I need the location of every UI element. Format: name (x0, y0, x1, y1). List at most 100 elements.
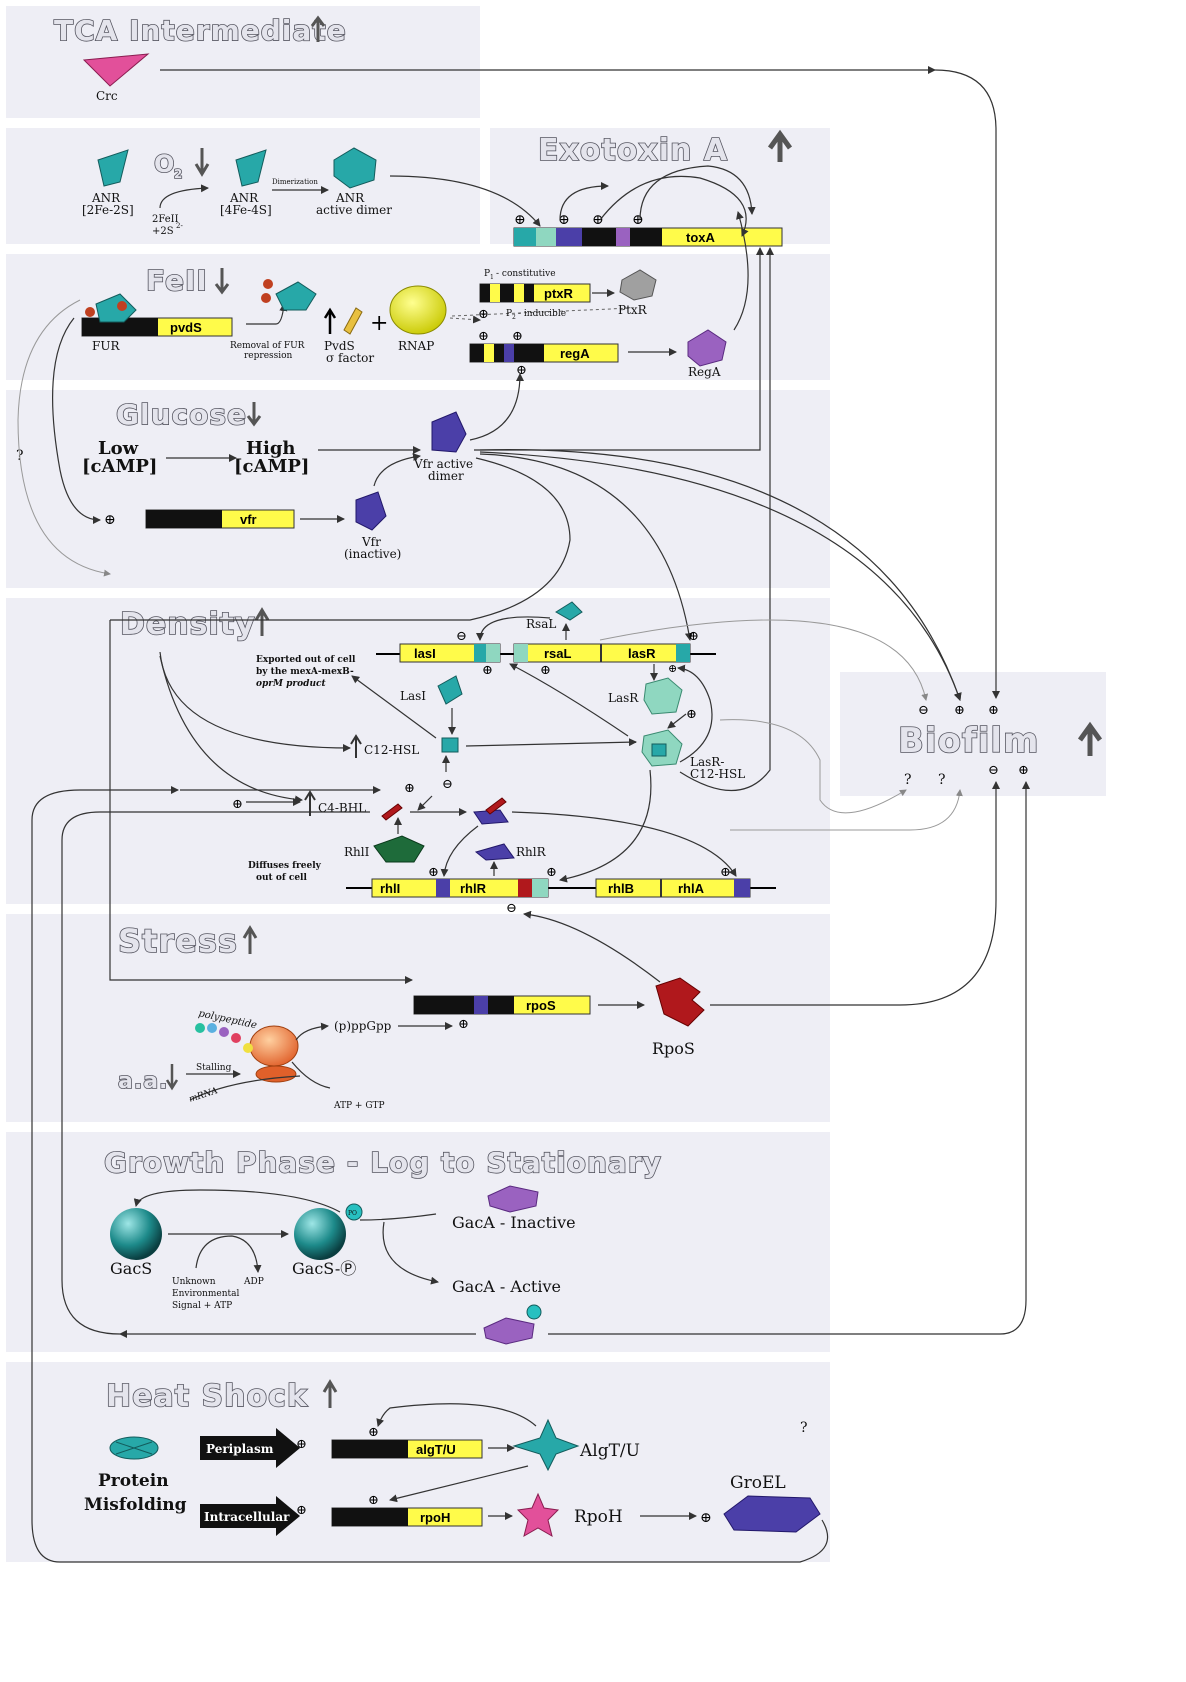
protein-label: Protein (98, 1471, 169, 1491)
crc-label: Crc (96, 89, 118, 103)
svg-text:⊕: ⊕ (558, 212, 570, 228)
rega-protein-icon (687, 329, 727, 367)
gacs-label: GacS (110, 1259, 152, 1278)
anr-4fe4s-icon (235, 149, 267, 187)
density-up-arrow-icon (254, 607, 270, 636)
lasr-protein-icon (643, 677, 683, 715)
c12-up-arrow-icon (350, 734, 362, 758)
rpos-protein-icon (655, 977, 705, 1027)
rhli-protein-icon (373, 835, 425, 863)
vfr-inactive-sublabel: (inactive) (344, 547, 401, 561)
low-camp-sublabel: [cAMP] (82, 456, 157, 477)
lasi-protein-label: LasI (400, 689, 426, 703)
groel-label: GroEL (730, 1473, 786, 1493)
mrna-label: mRNA (188, 1086, 220, 1105)
high-camp-label: High (246, 438, 296, 459)
tca-panel (6, 6, 480, 118)
exported-label-1: Exported out of cell (256, 655, 356, 665)
fur-label: FUR (92, 339, 120, 353)
question-mark: ? (800, 1420, 808, 1436)
toxa-gene-label: toxA (686, 230, 716, 245)
s2-superscript: 2- (176, 222, 183, 230)
crc-protein-icon (82, 53, 150, 87)
unknown-label-3: Signal + ATP (172, 1301, 232, 1311)
tca-up-arrow-icon (310, 15, 326, 42)
pvds-up-arrow-icon (323, 307, 337, 334)
plus-icon: ⊕ (688, 629, 699, 644)
algtu-protein-label: AlgT/U (579, 1441, 640, 1461)
c4-bhl-icon (381, 803, 403, 821)
vfr-inactive-label: Vfr (361, 535, 381, 549)
p1-desc: - constitutive (496, 269, 556, 279)
plus-icon: ⊕ (368, 1493, 379, 1508)
low-camp-label: Low (98, 438, 139, 459)
plus-icon: ⊕ (478, 329, 489, 344)
gacs-p-label: GacS-Ⓟ (292, 1259, 356, 1278)
atpgtp-label: ATP + GTP (333, 1101, 385, 1111)
gacs-p-icon (294, 1208, 346, 1260)
svg-text:⊕: ⊕ (632, 212, 644, 228)
plus-icon: ⊕ (458, 1017, 469, 1032)
high-camp-sublabel: [cAMP] (234, 456, 309, 477)
aa-label: a.a. (118, 1069, 168, 1094)
exported-label-2: by the mexA-mexB- (256, 667, 354, 677)
plus-icon: ⊕ (540, 663, 551, 678)
fe-header: FeII (146, 264, 208, 297)
periplasm-arrow-icon (200, 1428, 300, 1468)
p2-subscript: 2 (512, 314, 516, 321)
polypeptide-label: polypeptide (197, 1008, 258, 1031)
ptxr-gene-label: ptxR (544, 286, 574, 301)
stalling-label: Stalling (196, 1063, 232, 1073)
biofilm-panel (840, 672, 1106, 796)
rnap-label: RNAP (398, 339, 434, 353)
heat-up-arrow-icon (322, 1379, 338, 1408)
diffuses-label-1: Diffuses freely (248, 861, 322, 871)
exotoxin-up-arrow-icon (767, 129, 793, 162)
anr-active-dimer-icon (333, 147, 377, 189)
fe-ion-icon (117, 301, 127, 311)
minus-icon: ⊖ (456, 629, 467, 644)
o2-symbol: O (154, 150, 175, 178)
minus-icon: ⊖ (988, 763, 999, 778)
gaca-inactive-icon (487, 1185, 539, 1213)
plus-icon: ⊕ (368, 1425, 379, 1440)
rhlr-protein-icon (474, 843, 515, 861)
stress-up-arrow-icon (242, 925, 258, 954)
minus-icon: ⊖ (918, 703, 929, 718)
fe-ion-icon (261, 293, 271, 303)
anr-2fe2s-cluster: [2Fe-2S] (82, 203, 134, 217)
p1-label: P (484, 269, 490, 279)
lasi-gene: lasI (399, 643, 501, 663)
glucose-header: Glucose (116, 398, 247, 431)
rega-gene: regA (469, 343, 619, 363)
lasr-complex-label: LasR- (690, 755, 724, 769)
groel-icon (723, 1495, 821, 1533)
fur-protein-icon (95, 293, 137, 323)
anr-dimer-label: ANR (335, 191, 365, 205)
toxa-gene: toxA (513, 227, 783, 247)
plus-icon: ⊕ (296, 1437, 307, 1452)
ptxr-gene: ptxR (479, 283, 591, 303)
plus-icon: ⊕ (668, 662, 677, 675)
ribosome-small-subunit-icon (255, 1065, 297, 1083)
rhli-rhlr-genes: rhlI rhlR (371, 878, 549, 898)
vfr-gene-label: vfr (240, 512, 257, 527)
rhli-gene-label: rhlI (380, 881, 400, 896)
plus-icon: ⊕ (428, 865, 439, 880)
plus-icon: ⊕ (232, 797, 243, 812)
rsal-gene-label: rsaL (544, 646, 572, 661)
fe-ion-icon (263, 279, 273, 289)
c12-hsl-icon (651, 743, 667, 757)
unknown-label-1: Unknown (172, 1277, 216, 1287)
lasr-protein-label: LasR (608, 691, 639, 705)
c4-bhl-label: C4-BHL (318, 801, 366, 815)
rsal-label: RsaL (526, 617, 556, 631)
growth-header: Growth Phase - Log to Stationary (104, 1146, 662, 1179)
vfr-gene: vfr (145, 509, 295, 529)
glucose-panel (6, 390, 830, 588)
rnap-icon (389, 285, 447, 335)
exported-label-3: oprM product (256, 679, 326, 689)
toxa-plus-icons: ⊕⊕⊕⊕ (514, 212, 644, 228)
biofilm-header: Biofilm (898, 721, 1039, 761)
rpos-gene-label: rpoS (526, 998, 556, 1013)
